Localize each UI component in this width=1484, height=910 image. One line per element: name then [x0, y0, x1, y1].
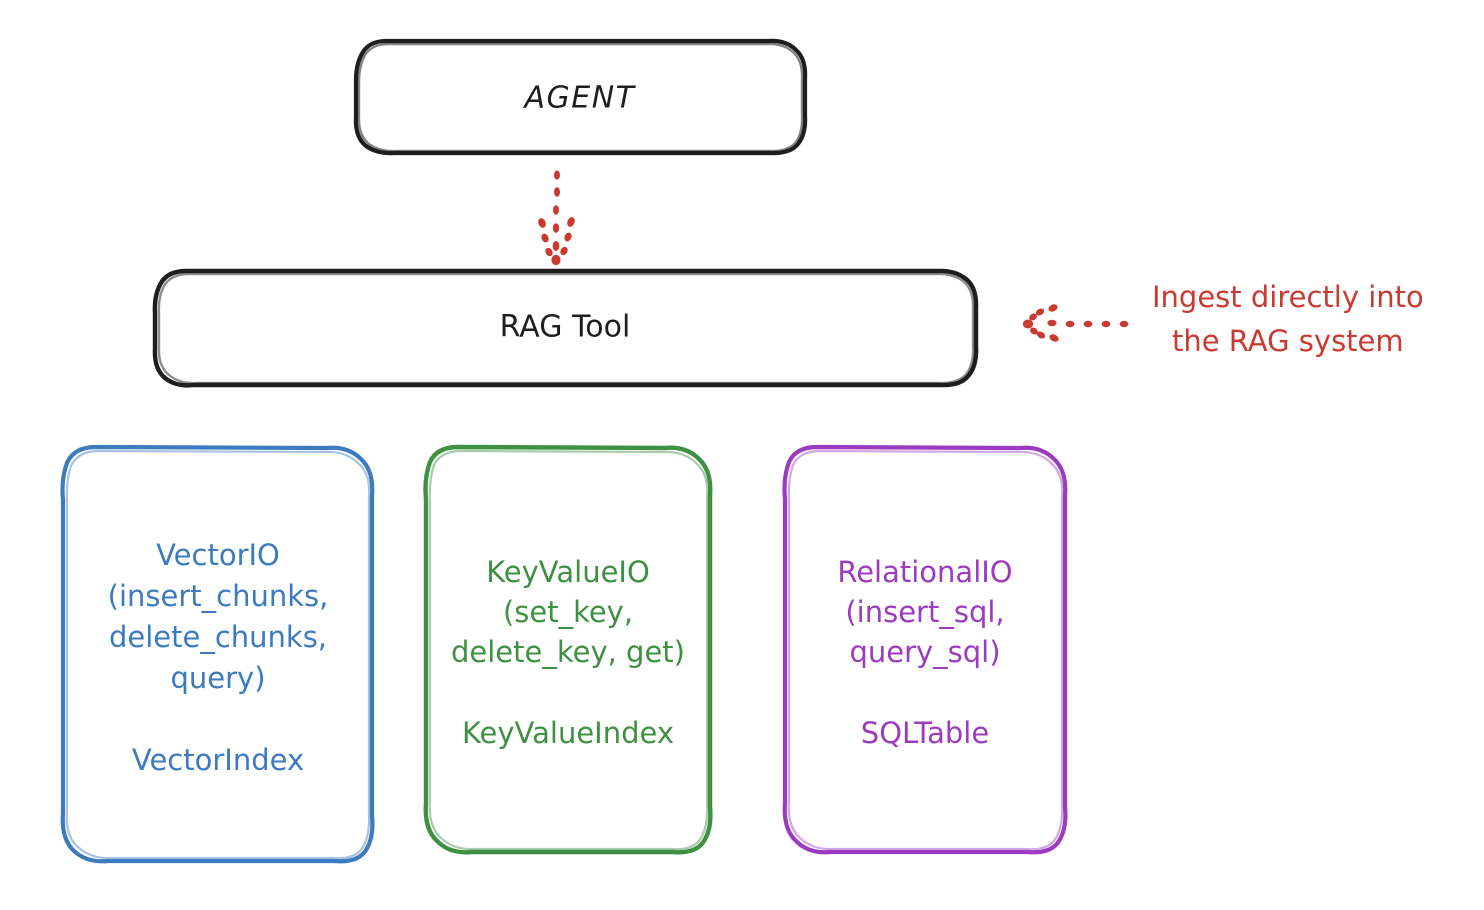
relationalio-line-1: (insert_sql, [845, 595, 1004, 629]
keyvalueio-line-1: (set_key, [503, 595, 633, 629]
node-vectorio[interactable]: VectorIO (insert_chunks, delete_chunks, … [60, 444, 375, 864]
vectorio-line-1: (insert_chunks, [108, 579, 329, 613]
keyvalueio-index-label: KeyValueIndex [462, 716, 674, 750]
vectorio-box-outline [60, 444, 375, 864]
node-relationalio[interactable]: RelationalIO (insert_sql, query_sql) SQL… [782, 444, 1068, 855]
agent-box-outline [353, 38, 808, 156]
relationalio-box-outline [782, 444, 1068, 855]
node-agent[interactable]: AGENT [353, 38, 808, 156]
vectorio-line-0: VectorIO [156, 538, 280, 572]
relationalio-line-0: RelationalIO [837, 555, 1012, 589]
annotation-ingest: Ingest directly into the RAG system [1152, 280, 1424, 358]
annotation-line-1: Ingest directly into [1152, 280, 1424, 314]
relationalio-line-2: query_sql) [849, 635, 1000, 669]
rag-tool-label: RAG Tool [500, 310, 631, 345]
vectorio-line-3: query) [170, 661, 265, 695]
agent-label: AGENT [523, 81, 637, 116]
keyvalueio-text-block: KeyValueIO (set_key, delete_key, get) Ke… [451, 555, 685, 750]
agent-box-outline-2 [357, 42, 804, 153]
keyvalueio-line-0: KeyValueIO [486, 555, 650, 589]
relationalio-text-block: RelationalIO (insert_sql, query_sql) SQL… [837, 555, 1012, 750]
vectorio-index-label: VectorIndex [132, 743, 304, 777]
connector-agent-to-rag [538, 170, 575, 266]
relationalio-box-outline-2 [787, 449, 1064, 851]
vectorio-box-outline-2 [65, 449, 371, 860]
keyvalueio-box-outline-2 [428, 449, 709, 851]
rag-tool-box-outline [152, 268, 979, 388]
rag-tool-box-outline-2 [157, 272, 975, 385]
keyvalueio-line-2: delete_key, get) [451, 635, 685, 669]
node-keyvalueio[interactable]: KeyValueIO (set_key, delete_key, get) Ke… [423, 444, 713, 855]
vectorio-line-2: delete_chunks, [109, 620, 327, 654]
node-rag-tool[interactable]: RAG Tool [152, 268, 979, 388]
vectorio-text-block: VectorIO (insert_chunks, delete_chunks, … [108, 538, 329, 777]
annotation-line-2: the RAG system [1172, 324, 1404, 358]
relationalio-index-label: SQLTable [861, 716, 989, 750]
keyvalueio-box-outline [423, 444, 713, 855]
connector-ingest-note [1022, 304, 1129, 342]
